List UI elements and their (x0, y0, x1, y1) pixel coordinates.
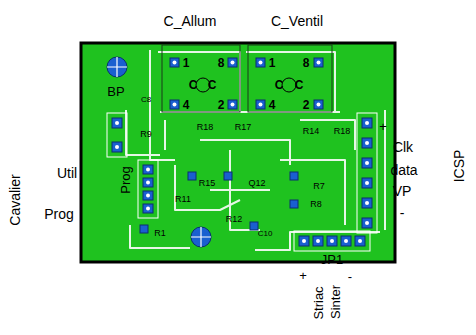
pin-label: - (348, 270, 352, 283)
pin-label: 4 (269, 99, 276, 111)
pin-label: C_Allum (164, 14, 217, 28)
pin-label: C (189, 79, 198, 91)
part-designator: R7 (313, 182, 325, 191)
pin-label: - (400, 206, 405, 220)
pin-label: C (208, 79, 217, 91)
pin-label: C_Ventil (271, 14, 323, 28)
connector-label: Cavalier (8, 174, 22, 225)
part-designator: R14 (303, 127, 320, 136)
pin-label: 8 (303, 57, 310, 69)
connector-label: Sinter (329, 285, 342, 319)
pin-label: BP (107, 85, 124, 98)
part-designator: R8 (310, 200, 322, 209)
pin-label: 1 (183, 57, 190, 69)
connector-label: ICSP (452, 150, 466, 183)
connector-label: Prog (119, 166, 132, 193)
pin-label: + (379, 120, 387, 133)
part-designator: R1 (154, 229, 166, 238)
pin-label: 2 (303, 99, 310, 111)
pin-label: 1 (269, 57, 276, 69)
part-designator: R18 (197, 123, 214, 132)
part-designator: C10 (258, 230, 273, 238)
pin-label: 8 (218, 57, 225, 69)
pin-label: + (299, 269, 307, 282)
pin-label: JP1 (321, 253, 343, 266)
connector-label: Striac (312, 286, 325, 319)
pin-label: 2 (218, 99, 225, 111)
pin-label: Util (57, 166, 77, 180)
pin-label: data (390, 163, 417, 177)
part-designator: R18 (334, 127, 351, 136)
pin-label: Clk (393, 140, 413, 154)
pin-label: Prog (44, 207, 74, 221)
pin-label: C (295, 79, 304, 91)
pin-label: VP (393, 184, 412, 198)
part-designator: C8 (141, 96, 151, 104)
pin-label: C (275, 79, 284, 91)
part-designator: Q12 (248, 179, 265, 188)
part-designator: R9 (140, 130, 152, 139)
part-designator: R12 (226, 215, 243, 224)
part-designator: R15 (199, 179, 216, 188)
part-designator: R11 (175, 195, 191, 204)
pin-label: 4 (183, 99, 190, 111)
part-designator: R17 (235, 123, 252, 132)
